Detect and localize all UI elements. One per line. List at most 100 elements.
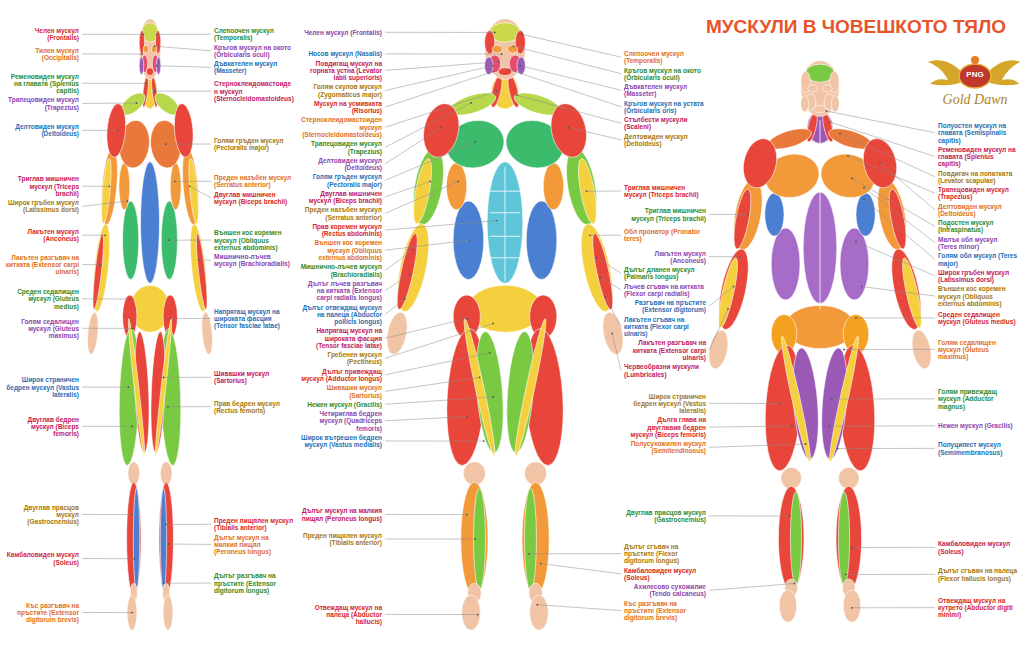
muscle-label: Лакътен сгъвач на китката (Flexor carpi … (624, 316, 689, 338)
muscle-figure (706, 61, 935, 623)
muscle-label: Делтовиден мускул (Deltoideus) (624, 133, 688, 147)
muscle-label: Широк гръбен мускул (Latissimus dorsi) (938, 269, 1009, 283)
leader-dot (154, 45, 156, 47)
leader-dot (109, 185, 111, 187)
muscle-label-box: Малък обл мускул (Teres minor) (938, 236, 1018, 251)
muscle-shape (886, 188, 910, 251)
leader-dot (163, 582, 165, 584)
muscle-shape (485, 19, 526, 80)
leader-dot (837, 448, 839, 450)
muscle-shape (771, 228, 800, 300)
muscle-shape (778, 335, 814, 463)
muscle-label: Полуостен мускул на главата (Semispinali… (938, 122, 1006, 144)
muscle-shape (143, 45, 148, 53)
logo-badge (959, 64, 991, 88)
leader-dot (604, 296, 606, 298)
muscle-label: Дълъг дланен мускул (Palmaris longus) (624, 266, 695, 280)
muscle-label-box: Полуципест мускул (Semimembranosus) (938, 441, 1018, 456)
muscle-label: Трапецовиден мускул (Trapezius) (311, 140, 382, 154)
muscle-label-box: Шивашки мускул (Sartorius) (214, 370, 294, 385)
leader-dot (791, 425, 793, 427)
leader-dot (851, 607, 853, 609)
muscle-label: Голям привеждащ мускул (Adductor magnus) (938, 388, 997, 410)
muscle-label: Двуглав мишничен мускул (Biceps brachii) (309, 190, 382, 204)
muscle-label: Външен кос коремен мускул (Obliquus exte… (938, 285, 1006, 307)
muscle-label: Лакътен мускул (Anconeus) (654, 250, 706, 264)
leader-dot (189, 185, 191, 187)
muscle-label: Ахилесово сухожилие (Tendo calcaneus) (634, 583, 706, 597)
leader-line (82, 264, 101, 265)
muscle-shape (899, 256, 925, 329)
muscle-label: Слепоочен мускул (Temporalis) (214, 27, 274, 41)
leader-dot (492, 65, 494, 67)
leader-line (385, 181, 458, 213)
leader-dot (167, 406, 169, 408)
muscle-shape (886, 246, 927, 333)
leader-dot (805, 443, 807, 445)
leader-dot (483, 440, 485, 442)
muscle-label-box: Дълъг мускул на малкия пищял (Peroneus l… (300, 507, 382, 522)
leader-dot (131, 514, 133, 516)
muscle-label-box: Слепоочен мускул (Temporalis) (214, 27, 294, 42)
leader-line (612, 333, 621, 370)
muscle-shape (512, 318, 550, 457)
leader-line (709, 515, 790, 516)
leader-dot (133, 558, 135, 560)
muscle-label: Мишнично-лъчев мускул (Brachioradialis) (301, 263, 382, 277)
muscle-label: Отвеждащ мускул на палеца (Abductor hall… (315, 604, 382, 626)
muscle-label: Повдигач на лопатката (Levator scapulae) (938, 170, 1012, 184)
muscle-label: Среден седалищен мускул (Gluteus medius) (938, 311, 1016, 325)
leader-dot (599, 277, 601, 279)
muscle-label-box: Прав коремен мускул (Rectus abdominis) (300, 223, 382, 238)
leader-dot (492, 71, 494, 73)
leader-dot (863, 198, 865, 200)
leader-line (82, 186, 110, 187)
leader-line (169, 240, 211, 241)
leader-line (385, 53, 502, 54)
leader-line (385, 62, 498, 71)
muscle-label-box: Триглав мишничен мускул (Triceps brachii… (5, 175, 79, 197)
muscle-shape (808, 85, 818, 92)
leader-line (385, 91, 497, 127)
leader-line (166, 524, 211, 525)
muscle-label-box: Дълъг сгъвач на пръстите (Flexor digitor… (624, 543, 706, 565)
muscle-shape (492, 45, 502, 53)
leader-line (856, 242, 935, 276)
leader-line (385, 32, 495, 33)
muscle-label-box: Напрягащ мускул на широката фасция (Tens… (214, 308, 294, 330)
leader-line (520, 66, 621, 90)
muscle-label-box: Двуглав мишничен мускул (Biceps brachii) (214, 191, 294, 206)
leader-dot (826, 110, 828, 112)
leader-dot (492, 396, 494, 398)
leader-line (709, 403, 780, 404)
leader-line (852, 547, 935, 548)
muscle-shape (738, 134, 782, 193)
muscle-shape (159, 482, 173, 596)
leader-line (385, 103, 471, 147)
muscle-label: Челен мускул (Frontalis) (304, 29, 382, 36)
leader-line (168, 406, 211, 407)
muscle-label-box: Стълбести мускули (Scaleni) (624, 116, 706, 131)
leader-dot (727, 308, 729, 310)
muscle-shape (814, 106, 827, 113)
muscle-label-box: Дълъг привеждащ мускул (Adductor longus) (300, 368, 382, 383)
muscle-label: Преден пищялен мускул (Tibialis anterior… (303, 532, 382, 546)
leader-dot (163, 377, 165, 379)
muscle-shape (713, 246, 754, 333)
muscle-label-box: Лакътен разгъвач на китката (Extensor ca… (624, 339, 706, 361)
muscle-shape (781, 467, 802, 489)
leader-line (587, 191, 621, 192)
leader-line (170, 318, 211, 319)
muscle-shape (530, 595, 549, 630)
leader-line (856, 317, 935, 318)
leader-dot (466, 416, 468, 418)
muscle-label-box: Преден назъбен мускул (Serratus anterior… (300, 206, 382, 221)
leader-dot (474, 141, 476, 143)
muscle-label: Лъчев сгъвач на китката (Flexor carpi ra… (624, 283, 704, 297)
muscle-shape (200, 310, 214, 357)
muscle-label: Външен кос коремен мускул (Obliquus exte… (314, 239, 382, 261)
muscle-label: Полусухожилен мускул (Semitendinosus) (631, 440, 706, 454)
leader-dot (474, 538, 476, 540)
muscle-label-box: Разгъвач на пръстите (Extensor digitorum… (624, 299, 706, 314)
